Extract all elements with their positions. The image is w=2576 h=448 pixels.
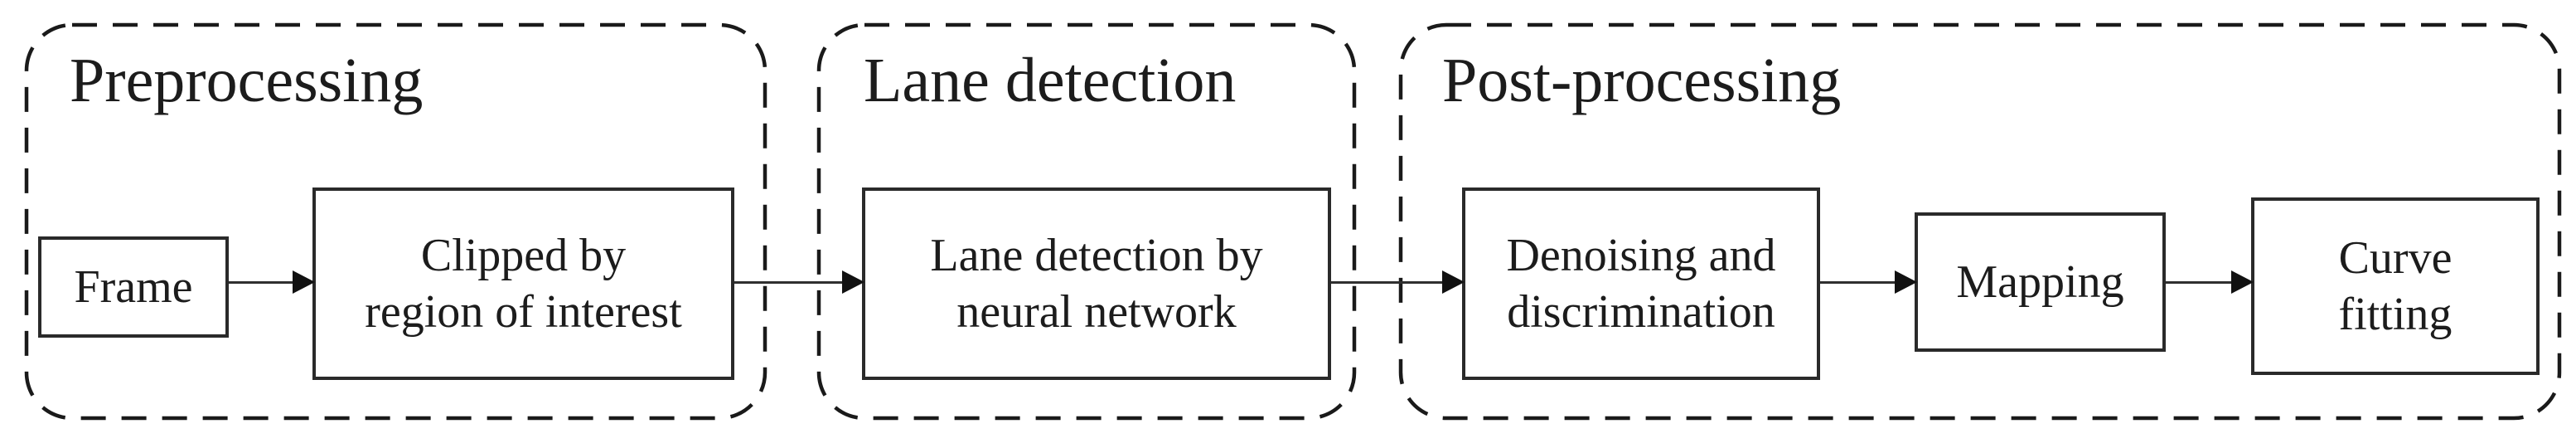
mapping-node-label: Mapping: [1956, 256, 2124, 308]
arrow-line: [1820, 280, 1901, 284]
arrow-line: [734, 280, 848, 284]
flow-arrow-clipped-to-lane-detection: [734, 270, 864, 294]
clipped-by-roi-node: Clipped by region of interest: [312, 187, 734, 380]
arrow-line: [229, 280, 298, 284]
flow-arrow-frame-to-clipped: [229, 270, 315, 294]
arrowhead-right-icon: [293, 270, 315, 294]
lane-detection-group-outline: [816, 22, 1357, 421]
group-title-post-processing: Post-processing: [1442, 46, 1842, 115]
frame-node: Frame: [38, 236, 229, 338]
curve-fitting-node: Curve fitting: [2251, 197, 2540, 375]
group-title-preprocessing: Preprocessing: [70, 46, 424, 115]
arrowhead-right-icon: [1895, 270, 1917, 294]
post-processing-group-outline: [1398, 22, 2562, 421]
denoising-discrimination-node: Denoising and discrimination: [1462, 187, 1820, 380]
arrow-line: [2166, 280, 2237, 284]
flow-arrow-denoising-to-mapping: [1820, 270, 1917, 294]
mapping-node: Mapping: [1915, 212, 2166, 352]
curve-fitting-node-label: Curve fitting: [2338, 231, 2453, 340]
clipped-by-roi-node-label: Clipped by region of interest: [365, 229, 682, 338]
denoising-discrimination-node-label: Denoising and discrimination: [1506, 229, 1776, 338]
lane-detection-nn-node: Lane detection by neural network: [862, 187, 1331, 380]
flow-arrow-lane-detection-to-denoising: [1331, 270, 1465, 294]
arrowhead-right-icon: [1442, 270, 1465, 294]
arrowhead-right-icon: [842, 270, 864, 294]
arrow-line: [1331, 280, 1448, 284]
lane-detection-nn-node-label: Lane detection by neural network: [930, 229, 1263, 338]
arrowhead-right-icon: [2231, 270, 2254, 294]
group-title-lane-detection: Lane detection: [864, 46, 1237, 115]
frame-node-label: Frame: [74, 261, 193, 313]
flow-arrow-mapping-to-curve-fitting: [2166, 270, 2254, 294]
preprocessing-group-outline: [24, 22, 767, 421]
